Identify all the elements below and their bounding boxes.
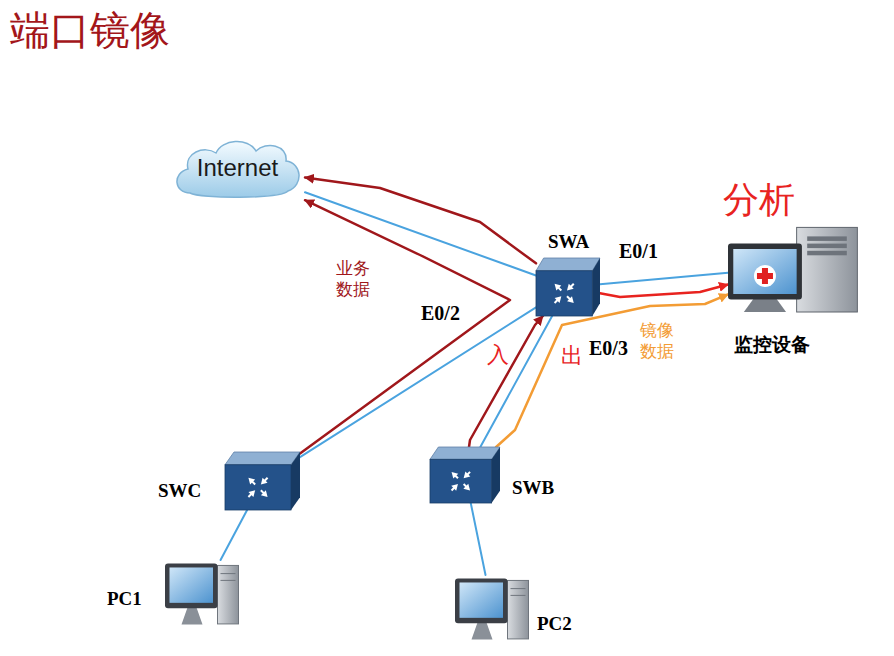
switch-side bbox=[592, 258, 600, 316]
switch-top bbox=[225, 452, 300, 465]
pc-tower bbox=[508, 580, 529, 638]
pc-monitor bbox=[165, 563, 218, 608]
pc-tower bbox=[218, 565, 239, 623]
link-cable bbox=[600, 273, 728, 284]
switch-arrow-head bbox=[261, 490, 268, 497]
switch-arrow-head bbox=[567, 296, 574, 303]
server-bay bbox=[807, 244, 847, 249]
pc-stand bbox=[472, 623, 493, 640]
pc-stand bbox=[182, 608, 203, 625]
node-label: SWB bbox=[512, 477, 554, 500]
switch-node: SWC bbox=[225, 452, 300, 510]
server-tower bbox=[797, 227, 858, 312]
switch-arrow-head bbox=[248, 490, 255, 497]
switch-arrow-head bbox=[451, 484, 458, 491]
node-label: Internet bbox=[170, 135, 305, 201]
node-icon bbox=[536, 258, 600, 316]
switch-arrow-head bbox=[555, 284, 562, 291]
diagram-title: 端口镜像 bbox=[10, 6, 170, 54]
monitor-stand bbox=[744, 298, 786, 312]
pc-node: PC2 bbox=[455, 575, 530, 643]
flow-arrow bbox=[300, 200, 510, 453]
node-icon bbox=[430, 447, 500, 503]
link-cable bbox=[300, 307, 536, 457]
handwritten-note: 入 bbox=[486, 344, 510, 366]
switch-arrow-head bbox=[452, 472, 459, 479]
node-icon bbox=[728, 222, 860, 312]
switch-side bbox=[291, 452, 300, 510]
server-bay bbox=[807, 251, 847, 256]
switch-arrow-head bbox=[567, 284, 574, 291]
switch-arrow-head bbox=[464, 472, 471, 479]
switch-arrow-head bbox=[555, 296, 562, 303]
switch-node: SWB bbox=[430, 447, 500, 503]
port-label: E0/3 bbox=[588, 337, 629, 360]
alarm-cross-h bbox=[757, 273, 773, 279]
pc-node: PC1 bbox=[165, 560, 240, 628]
node-icon bbox=[455, 575, 530, 643]
pc-screen bbox=[460, 582, 504, 617]
edge-label: 业务 数据 bbox=[336, 258, 375, 301]
handwritten-note: 出 bbox=[560, 345, 584, 367]
alarm-circle bbox=[754, 265, 776, 287]
switch-arrow-head bbox=[261, 478, 268, 485]
flow-arrow bbox=[496, 294, 728, 447]
handwritten-note: 分析 bbox=[722, 182, 796, 218]
server-bay bbox=[807, 236, 847, 241]
node-label: SWC bbox=[158, 480, 201, 503]
link-cable bbox=[221, 510, 248, 560]
node-icon bbox=[165, 560, 240, 628]
flow-arrow bbox=[305, 177, 536, 263]
pc-slot bbox=[221, 573, 236, 574]
cloud-node: Internet bbox=[170, 135, 305, 201]
port-label: E0/1 bbox=[618, 240, 659, 263]
flow-arrow bbox=[600, 285, 728, 297]
node-icon bbox=[225, 452, 300, 510]
node-label: 监控设备 bbox=[734, 334, 810, 357]
node-label: SWA bbox=[548, 231, 589, 254]
flow-arrow bbox=[469, 316, 543, 447]
monitor-frame bbox=[728, 244, 802, 300]
pc-slot bbox=[511, 588, 526, 589]
pc-slot bbox=[511, 595, 526, 596]
monitor-node: 监控设备 bbox=[728, 222, 860, 312]
node-label: PC1 bbox=[107, 588, 142, 611]
switch-top bbox=[536, 258, 600, 271]
switch-arrow-head bbox=[463, 484, 470, 491]
port-label: E0/2 bbox=[420, 302, 461, 325]
link-cable bbox=[471, 503, 486, 575]
monitor-screen bbox=[733, 249, 796, 294]
switch-arrow-head bbox=[248, 478, 255, 485]
switch-front bbox=[225, 465, 291, 510]
switch-side bbox=[492, 447, 500, 503]
switch-front bbox=[430, 459, 492, 503]
edge-label: 镜像 数据 bbox=[640, 320, 679, 363]
node-label: PC2 bbox=[537, 613, 572, 636]
switch-front bbox=[536, 271, 592, 316]
switch-top bbox=[430, 447, 500, 459]
pc-monitor bbox=[455, 578, 508, 623]
pc-screen bbox=[170, 567, 214, 602]
pc-slot bbox=[221, 580, 236, 581]
switch-node: SWA bbox=[536, 258, 600, 316]
